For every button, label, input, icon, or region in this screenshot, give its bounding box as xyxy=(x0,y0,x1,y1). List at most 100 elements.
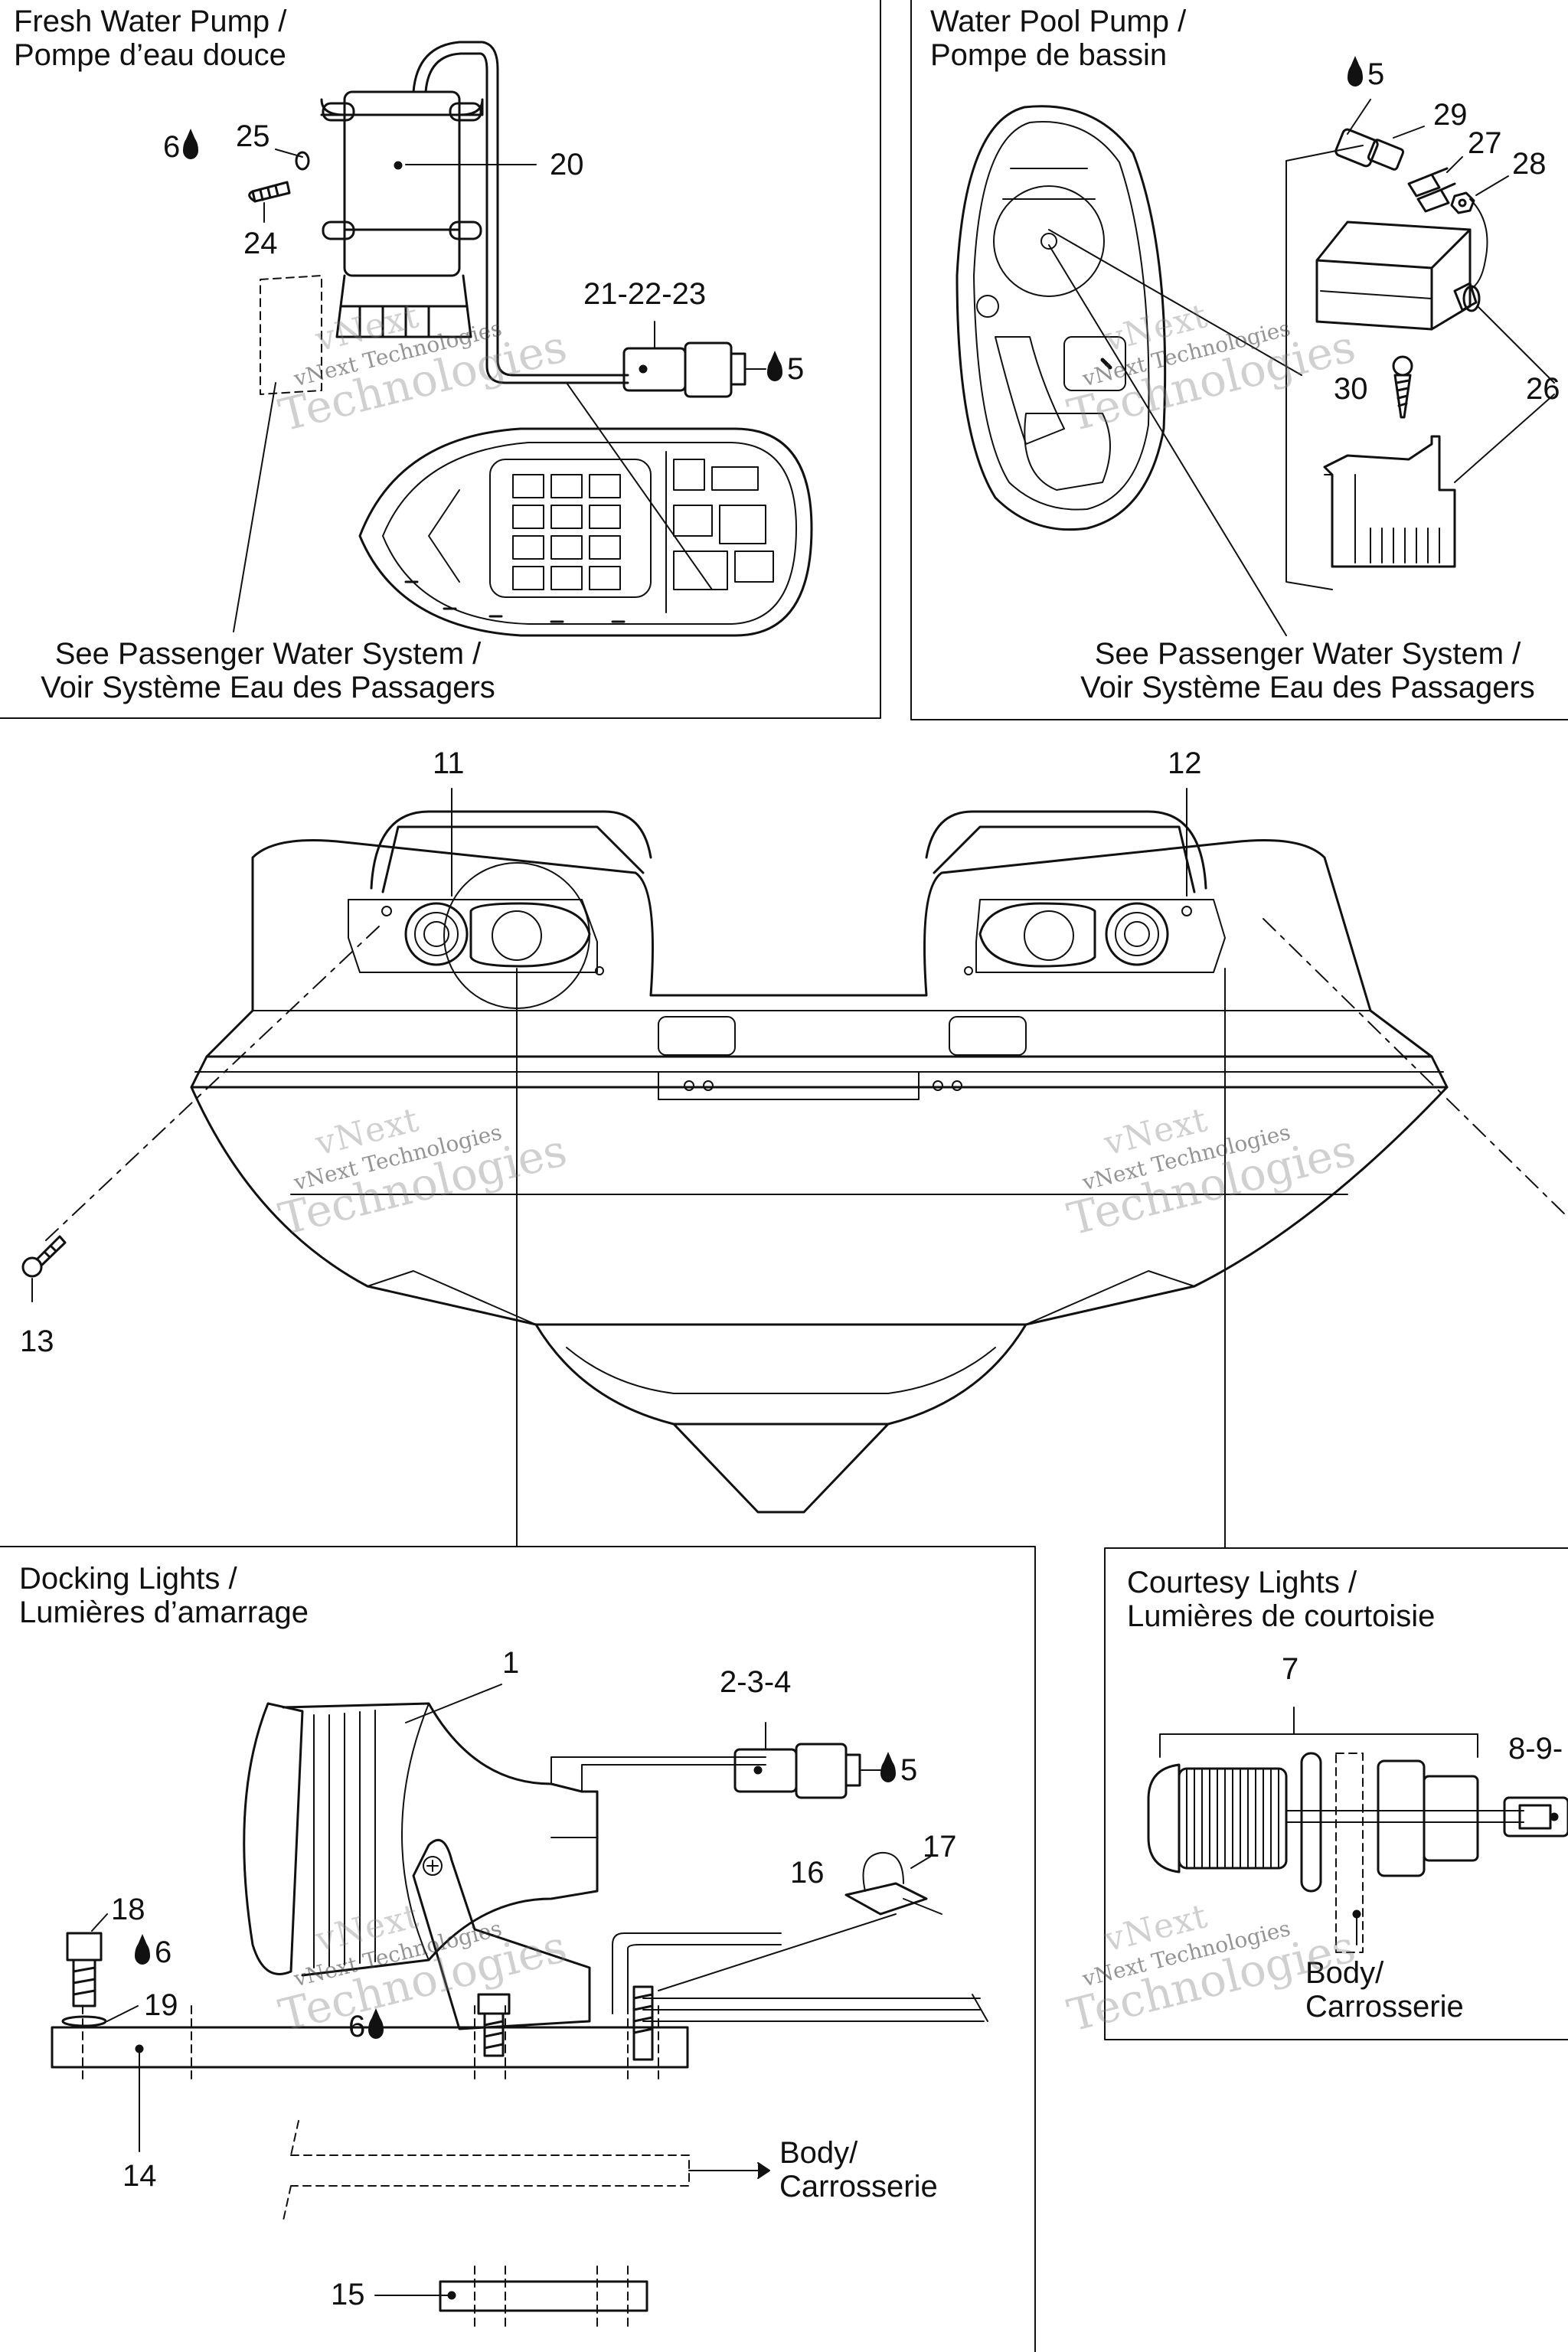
screw-part-13 xyxy=(21,1235,67,1302)
callout-17: 17 xyxy=(923,1830,957,1864)
fresh-water-pump-group xyxy=(233,41,813,637)
callout-26: 26 xyxy=(1526,372,1560,406)
callout-7: 7 xyxy=(1282,1652,1299,1686)
docking-body-note: Body/ Carrosserie xyxy=(779,2136,938,2203)
connector-part-21-22-23 xyxy=(622,321,766,398)
screw-part-30 xyxy=(1392,355,1413,419)
callout-24: 24 xyxy=(243,227,278,260)
pool-ref-line-fr: Voir Système Eau des Passagers xyxy=(1080,671,1535,704)
callout-5-number: 5 xyxy=(787,352,805,386)
callout-21-22-23: 21-22-23 xyxy=(583,277,707,311)
callout-27: 27 xyxy=(1468,126,1502,160)
docking-body-en: Body/ xyxy=(779,2136,858,2170)
water-pool-pump-group xyxy=(956,99,1555,636)
callout-2-3-4: 2-3-4 xyxy=(720,1665,792,1699)
courtesy-lights-title: Courtesy Lights / Lumières de courtoisie xyxy=(1127,1566,1435,1633)
sealant-drop-icon xyxy=(1348,56,1363,87)
docking-lights-title: Docking Lights / Lumières d’amarrage xyxy=(19,1562,309,1629)
pool-pump-reference-note: See Passenger Water System / Voir Systèm… xyxy=(1047,637,1568,704)
callout-5-sealant-docking: 5 xyxy=(880,1752,918,1787)
bolt-part-16 xyxy=(632,1985,654,2061)
sealant-drop-icon xyxy=(183,129,199,159)
ref-leader-fresh xyxy=(233,382,276,632)
callout-8-9: 8-9- xyxy=(1508,1732,1563,1766)
bolt-part-18 xyxy=(66,1913,108,2007)
fresh-water-reference-note: See Passenger Water System / Voir Systèm… xyxy=(8,637,528,704)
docking-lamp-part-1 xyxy=(243,1684,766,1977)
docking-lights-group xyxy=(51,1684,988,2328)
docking-lights-title-fr: Lumières d’amarrage xyxy=(19,1596,309,1629)
callout-29: 29 xyxy=(1433,98,1468,132)
callout-19: 19 xyxy=(144,1988,178,2022)
bolt-part-6 xyxy=(428,1993,511,2057)
frame-courtesy-lights xyxy=(1104,1547,1568,2040)
ghost-bracket xyxy=(260,275,322,395)
callout-30: 30 xyxy=(1334,372,1368,406)
callout-16: 16 xyxy=(790,1856,825,1890)
courtesy-lights-title-fr: Lumières de courtoisie xyxy=(1127,1599,1436,1633)
boat-topview-fresh xyxy=(358,427,813,637)
courtesy-lights-title-en: Courtesy Lights / xyxy=(1127,1566,1357,1599)
courtesy-lights-group xyxy=(1147,1707,1568,1953)
clip-part-16-17 xyxy=(658,1851,942,1991)
callout-6-number: 6 xyxy=(155,1936,172,1969)
boat-rear-view xyxy=(45,788,1568,1549)
strainer-base-part-26 xyxy=(1323,435,1456,568)
callout-6-sealant: 6 xyxy=(163,129,199,164)
frame-water-pool-pump xyxy=(910,0,1568,720)
washer-part-25 xyxy=(295,151,310,171)
pool-ref-line-en: See Passenger Water System / xyxy=(1094,637,1521,671)
courtesy-body-fr: Carrosserie xyxy=(1305,1990,1464,2024)
water-pool-pump-title-fr: Pompe de bassin xyxy=(930,38,1168,72)
sealant-drop-icon xyxy=(135,1934,150,1965)
callout-5-sealant-fresh: 5 xyxy=(767,351,805,386)
callout-15: 15 xyxy=(331,2278,365,2311)
pump-body-part-20 xyxy=(320,41,629,384)
courtesy-body-en: Body/ xyxy=(1305,1956,1384,1990)
body-ghost-docking xyxy=(283,2120,690,2221)
lamp-bracket xyxy=(412,1838,591,2030)
terminals-part-27 xyxy=(1407,167,1456,213)
washer-part-19 xyxy=(61,2015,107,2027)
callout-6-sealant-bolt: 6 xyxy=(135,1934,172,1969)
connector-part-29 xyxy=(1334,99,1405,171)
connector-part-2-3-4 xyxy=(733,1722,881,1799)
callout-6-number: 6 xyxy=(163,130,181,164)
plate-part-15 xyxy=(374,2265,648,2328)
callout-5-sealant-pool: 5 xyxy=(1348,56,1385,91)
callout-1: 1 xyxy=(502,1646,520,1680)
callout-11: 11 xyxy=(433,746,465,780)
callout-14: 14 xyxy=(122,2159,157,2193)
frame-fresh-water-pump xyxy=(0,0,881,719)
courtesy-body-note: Body/ Carrosserie xyxy=(1305,1956,1464,2024)
sealant-drop-icon xyxy=(880,1752,896,1782)
courtesy-lamp-part-7 xyxy=(1147,1752,1524,1953)
sealant-drop-icon xyxy=(368,2008,384,2039)
callout-13: 13 xyxy=(20,1325,54,1358)
callout-5-number: 5 xyxy=(900,1753,918,1787)
callout-5-number: 5 xyxy=(1367,57,1385,91)
fresh-water-pump-title-fr: Pompe d’eau douce xyxy=(14,38,286,72)
docking-body-fr: Carrosserie xyxy=(779,2170,938,2203)
callout-28: 28 xyxy=(1512,147,1547,181)
callout-20: 20 xyxy=(550,148,584,181)
fresh-water-pump-title: Fresh Water Pump / Pompe d’eau douce xyxy=(14,5,286,72)
connector-part-8-9 xyxy=(1503,1796,1568,1838)
callout-25: 25 xyxy=(236,119,270,153)
sealant-drop-icon xyxy=(767,351,782,381)
frame-docking-lights xyxy=(0,1546,1036,2352)
pump-housing-part-26 xyxy=(1315,198,1488,331)
screw-part-24 xyxy=(248,181,291,203)
callout-12: 12 xyxy=(1168,746,1202,780)
fresh-water-pump-title-en: Fresh Water Pump / xyxy=(14,5,287,38)
fresh-ref-line-en: See Passenger Water System / xyxy=(54,637,482,671)
docking-lights-title-en: Docking Lights / xyxy=(19,1562,237,1596)
water-pool-pump-title-en: Water Pool Pump / xyxy=(930,5,1187,38)
callout-6-number: 6 xyxy=(348,2010,366,2043)
callout-18: 18 xyxy=(111,1893,145,1926)
boat-topview-pool xyxy=(956,105,1167,531)
callout-6-sealant-bracket: 6 xyxy=(348,2008,384,2043)
